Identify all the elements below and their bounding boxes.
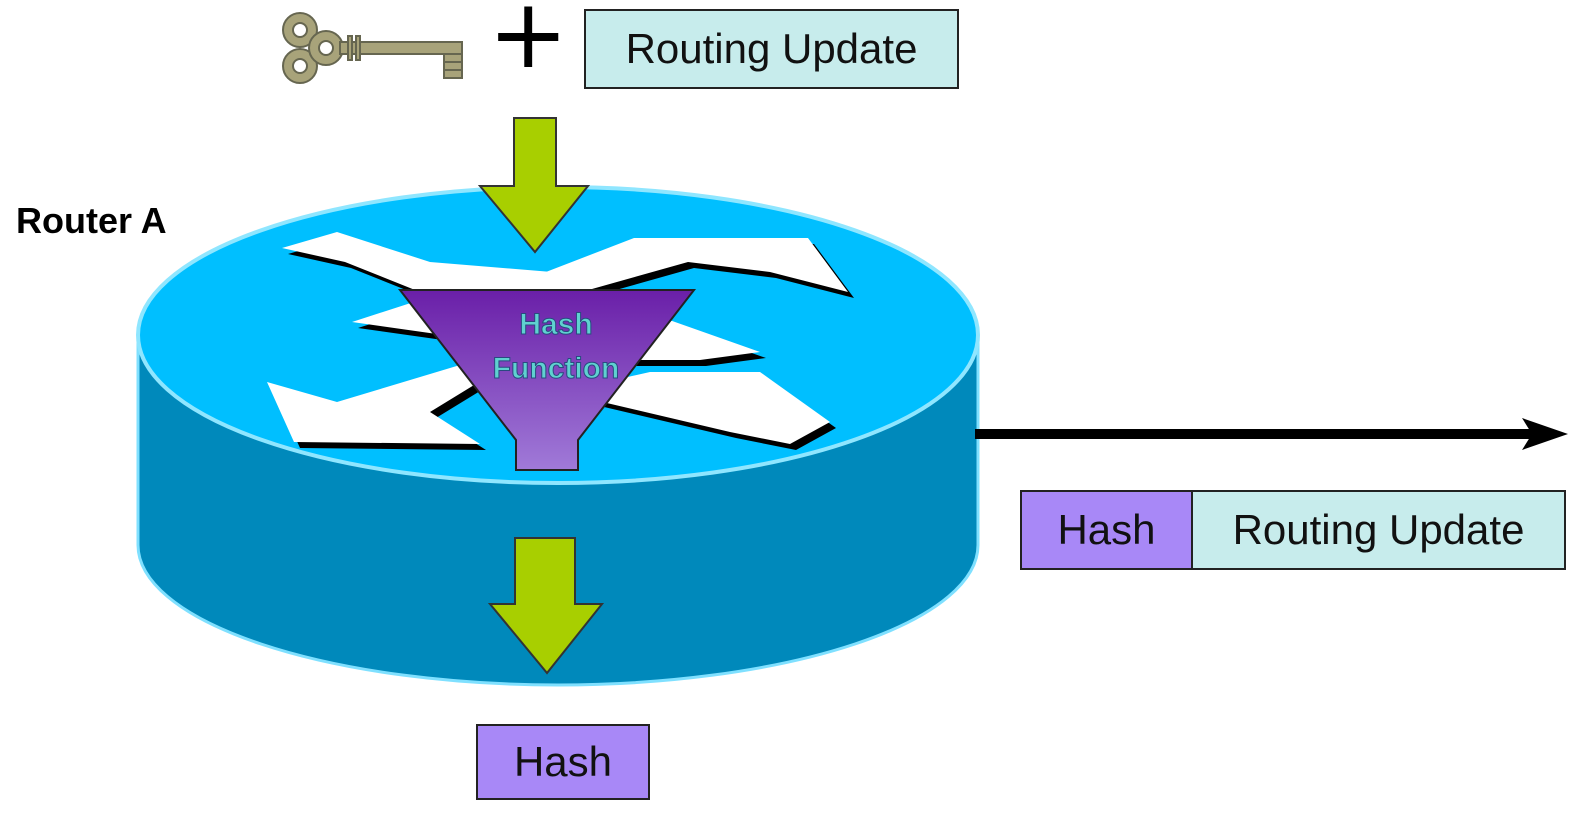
hash-funnel-icon: Hash Function [397,289,697,471]
output-hash-box: Hash [476,724,650,800]
arrow-down-icon [477,117,591,254]
router-label: Router A [16,200,167,241]
hash-function-label-line2: Function [493,352,620,385]
packet-hash-box: Hash [1020,490,1193,570]
plus-icon: + [488,0,569,90]
arrow-down-icon [487,537,605,675]
arrow-right-icon [975,418,1568,450]
packet-routing-update-box: Routing Update [1191,490,1566,570]
key-icon [282,12,463,84]
input-routing-update-box: Routing Update [584,9,959,89]
hash-function-label-line1: Hash [519,308,592,341]
